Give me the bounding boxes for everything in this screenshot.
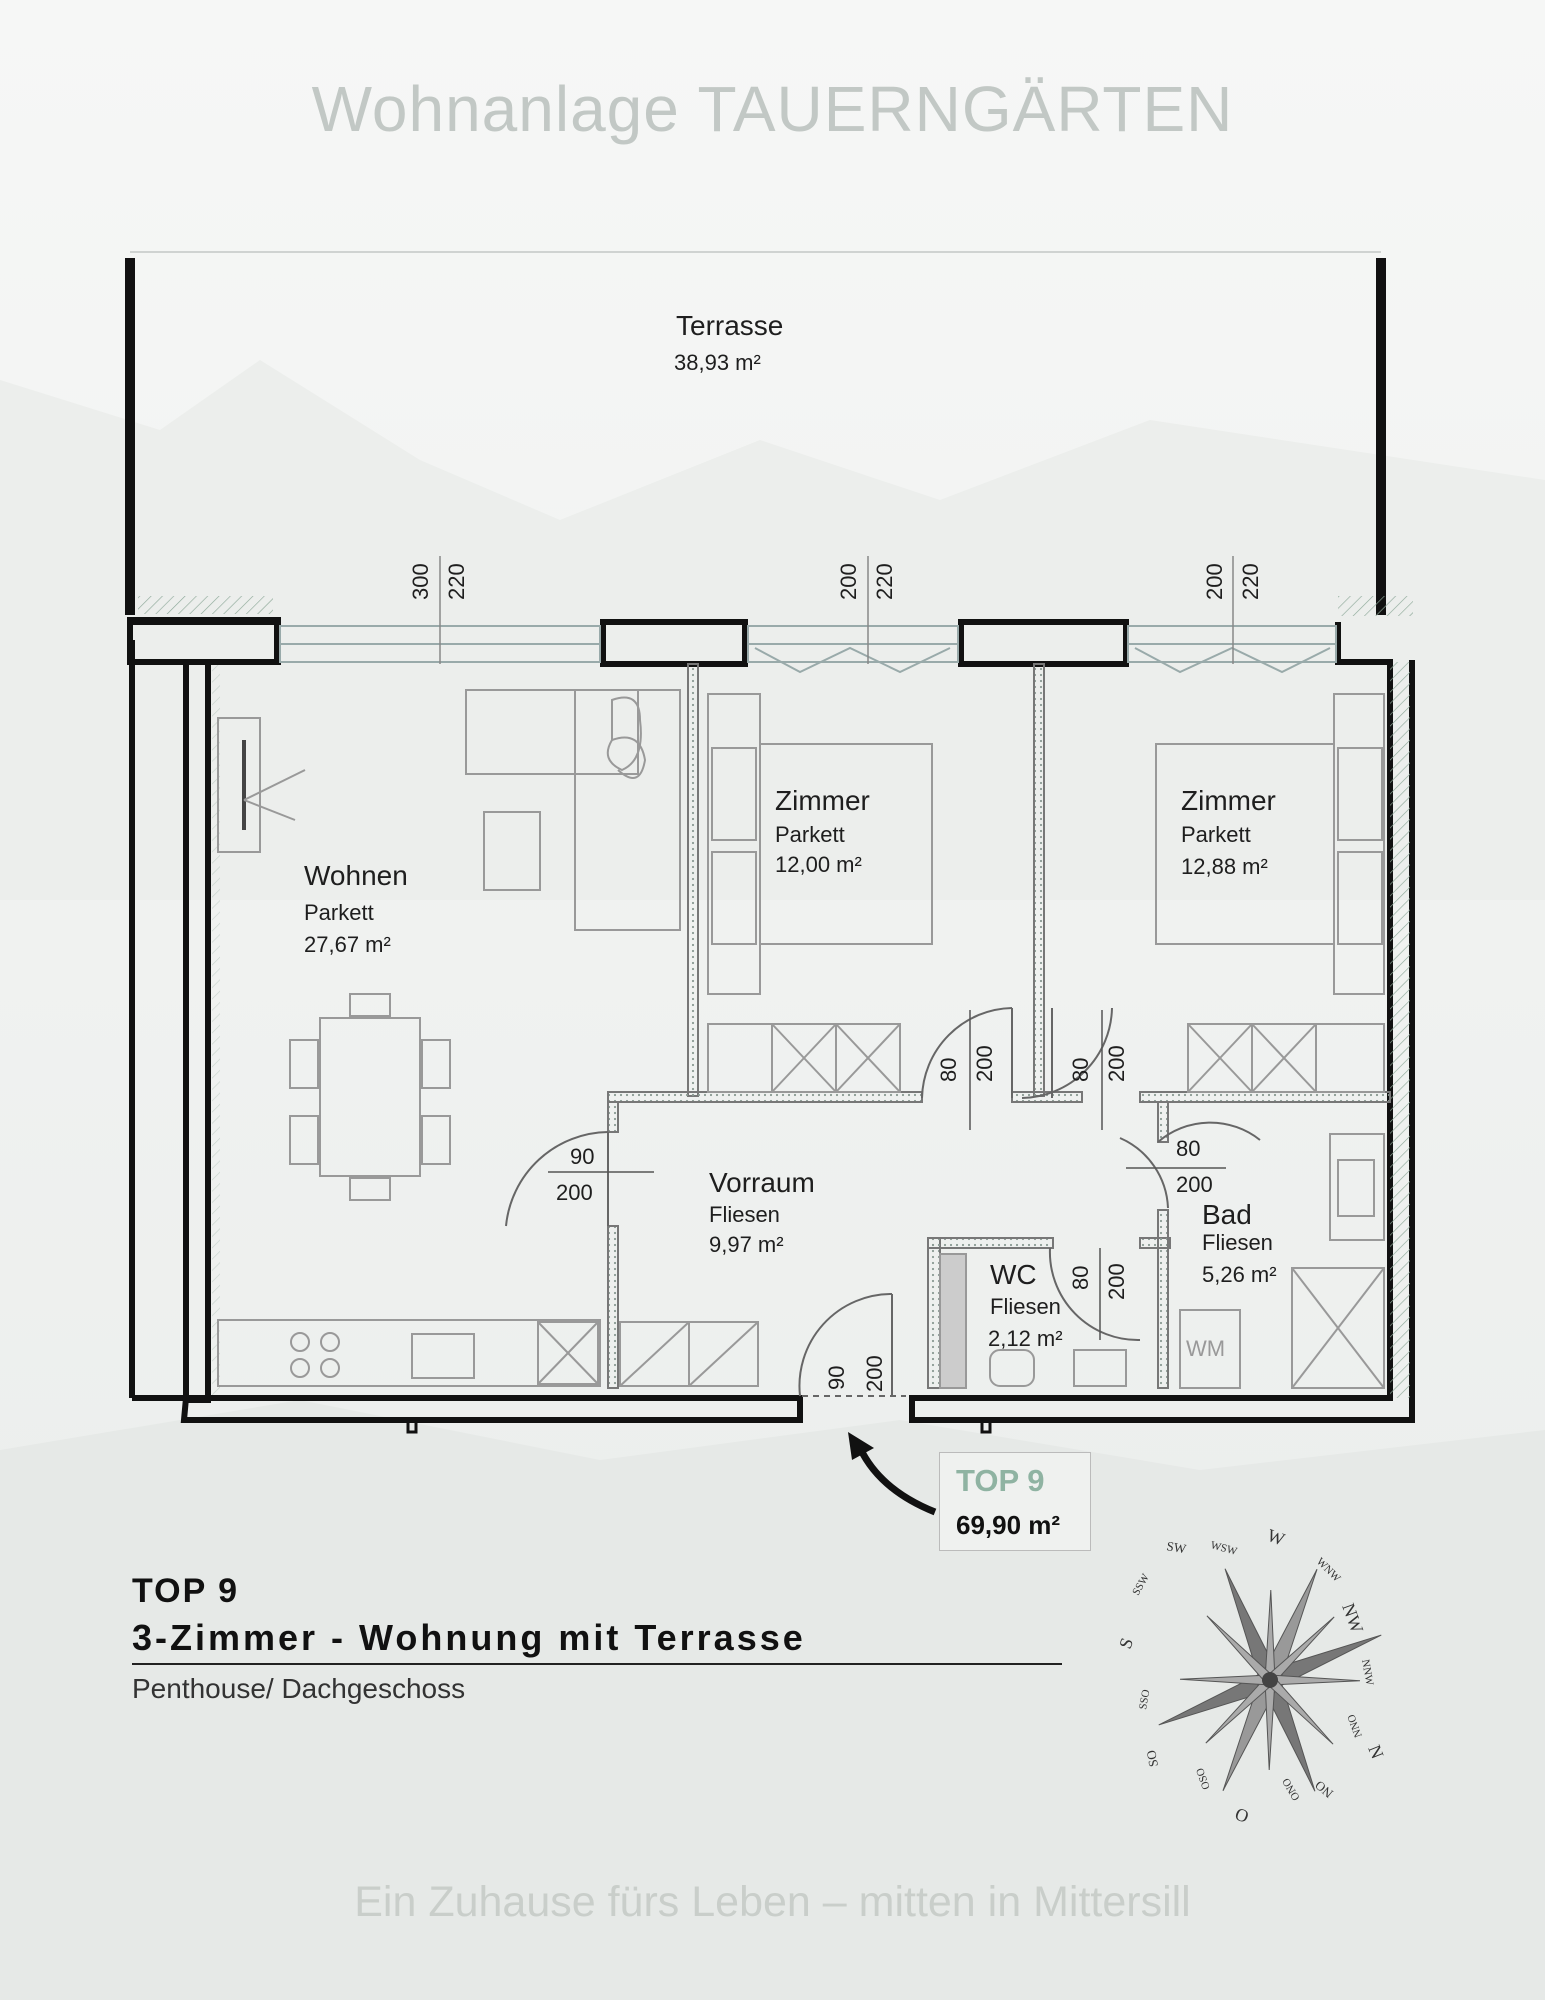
dim-door-entry-w: 90 (824, 1366, 849, 1390)
dim-door-z1-w: 80 (936, 1058, 961, 1082)
bad-floor: Fliesen (1202, 1230, 1273, 1255)
dim-win1-w: 300 (408, 563, 433, 600)
wohnen-area: 27,67 m² (304, 932, 391, 957)
compass-wsw: WSW (1209, 1539, 1239, 1558)
dim-door-z2-h: 200 (1104, 1045, 1129, 1082)
windows (279, 625, 1337, 674)
terrace (125, 251, 1413, 616)
dim-door-wc-h: 200 (1104, 1263, 1129, 1300)
compass-ssw: SSW (1130, 1571, 1152, 1597)
compass-ono: ONO (1280, 1776, 1302, 1803)
compass-s: S (1115, 1635, 1137, 1651)
compass-nnw: NNW (1359, 1658, 1375, 1687)
vorraum-area: 9,97 m² (709, 1232, 784, 1257)
wc-label: WC (990, 1259, 1037, 1290)
compass-nno: NNO (1345, 1713, 1364, 1740)
compass-n: N (1364, 1742, 1387, 1762)
compass-o: O (1232, 1804, 1251, 1827)
dim-win2-h: 220 (872, 563, 897, 600)
compass-wnw: WNW (1314, 1556, 1343, 1585)
zimmer1-label: Zimmer (775, 785, 870, 816)
interior-walls (607, 663, 1391, 1389)
dim-win3-h: 220 (1238, 563, 1263, 600)
zimmer2-label: Zimmer (1181, 785, 1276, 816)
entry-arrow-head (848, 1432, 874, 1460)
terrasse-label: Terrasse (676, 310, 783, 341)
wohnen-floor: Parkett (304, 900, 374, 925)
dim-door-bad-h: 200 (1176, 1172, 1213, 1197)
wohnen-label: Wohnen (304, 860, 408, 891)
unit-info: TOP 9 3-Zimmer - Wohnung mit Terrasse Pe… (132, 1572, 1062, 1705)
dim-win3-w: 200 (1202, 563, 1227, 600)
wall-left (183, 659, 211, 1403)
compass-oso: OSO (1194, 1766, 1213, 1791)
wall-top-3 (958, 619, 1129, 667)
unit-badge: TOP 9 69,90 m² (939, 1452, 1091, 1551)
zimmer2-floor: Parkett (1181, 822, 1251, 847)
furniture-bad-wc (939, 1133, 1385, 1389)
wc-floor: Fliesen (990, 1294, 1061, 1319)
dim-door-bad-w: 80 (1176, 1136, 1200, 1161)
unit-badge-area: 69,90 m² (956, 1510, 1061, 1540)
compass-w: W (1265, 1525, 1288, 1550)
dim-door-wohnen-h: 200 (556, 1180, 593, 1205)
compass-rose-icon: N NW NNW WNW W WSW SW SSW S SSO SO OSO O… (1115, 1525, 1388, 1827)
unit-type: 3-Zimmer - Wohnung mit Terrasse (132, 1617, 1062, 1665)
window-dim-lines (439, 556, 1234, 664)
dim-door-z2-w: 80 (1068, 1058, 1093, 1082)
furniture-zimmer2 (1155, 693, 1385, 1093)
dim-win2-w: 200 (836, 563, 861, 600)
wall-top-1 (127, 617, 281, 665)
dim-door-entry-h: 200 (862, 1355, 887, 1392)
dim-door-z1-h: 200 (972, 1045, 997, 1082)
unit-floor: Penthouse/ Dachgeschoss (132, 1673, 466, 1704)
dim-door-wc-w: 80 (1068, 1266, 1093, 1290)
wall-top-2 (600, 619, 748, 667)
bad-label: Bad (1202, 1199, 1252, 1230)
dim-win1-h: 220 (444, 563, 469, 600)
wall-bottom-left (180, 1395, 803, 1423)
vorraum-floor: Fliesen (709, 1202, 780, 1227)
dim-door-wohnen-w: 90 (570, 1144, 594, 1169)
zimmer1-floor: Parkett (775, 822, 845, 847)
compass-no: NO (1312, 1778, 1336, 1802)
wm-label: WM (1186, 1336, 1225, 1361)
compass-sw: SW (1165, 1538, 1188, 1556)
furniture-zimmer1 (707, 693, 933, 1093)
furniture-wohnen (217, 689, 759, 1387)
compass-so: SO (1143, 1749, 1161, 1768)
vorraum-label: Vorraum (709, 1167, 815, 1198)
unit-number: TOP 9 (132, 1572, 240, 1610)
wc-area: 2,12 m² (988, 1326, 1063, 1351)
page-title: Wohnanlage TAUERNGÄRTEN (311, 73, 1234, 145)
terrasse-area: 38,93 m² (674, 350, 761, 375)
doors (505, 1007, 1261, 1397)
unit-badge-label: TOP 9 (956, 1463, 1045, 1498)
compass-sso: SSO (1137, 1689, 1152, 1711)
zimmer2-area: 12,88 m² (1181, 854, 1268, 879)
zimmer1-area: 12,00 m² (775, 852, 862, 877)
compass-nw: NW (1338, 1601, 1367, 1636)
bad-area: 5,26 m² (1202, 1262, 1277, 1287)
entry-arrow (856, 1446, 937, 1516)
footer-tagline: Ein Zuhause fürs Leben – mitten in Mitte… (354, 1878, 1191, 1926)
